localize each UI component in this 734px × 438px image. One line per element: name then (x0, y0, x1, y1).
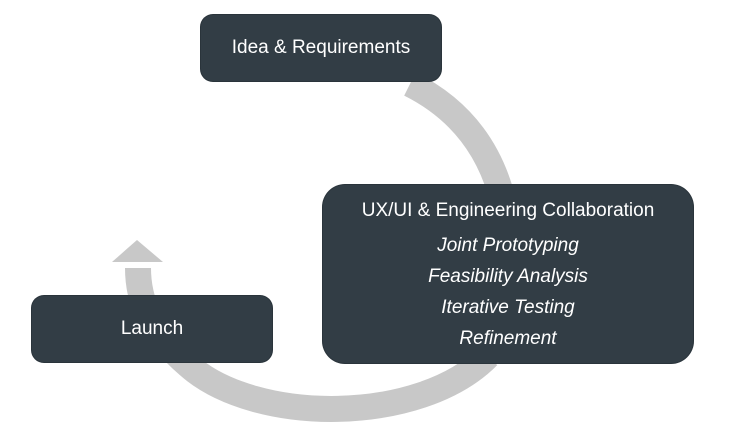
collaboration-box: UX/UI & Engineering Collaboration Joint … (323, 185, 693, 363)
launch-box: Launch (32, 296, 272, 362)
launch-label: Launch (120, 318, 184, 339)
collaboration-item-joint-prototyping: Joint Prototyping (437, 235, 579, 256)
arc-idea-to-collaboration (403, 72, 513, 195)
idea-requirements-box: Idea & Requirements (201, 15, 441, 81)
collaboration-item-feasibility-analysis: Feasibility Analysis (428, 266, 588, 287)
collaboration-item-iterative-testing: Iterative Testing (441, 297, 575, 318)
idea-requirements-label: Idea & Requirements (231, 37, 411, 58)
collaboration-item-refinement: Refinement (459, 328, 557, 349)
arrow-head-icon (112, 240, 163, 262)
collaboration-title: UX/UI & Engineering Collaboration (361, 200, 655, 221)
